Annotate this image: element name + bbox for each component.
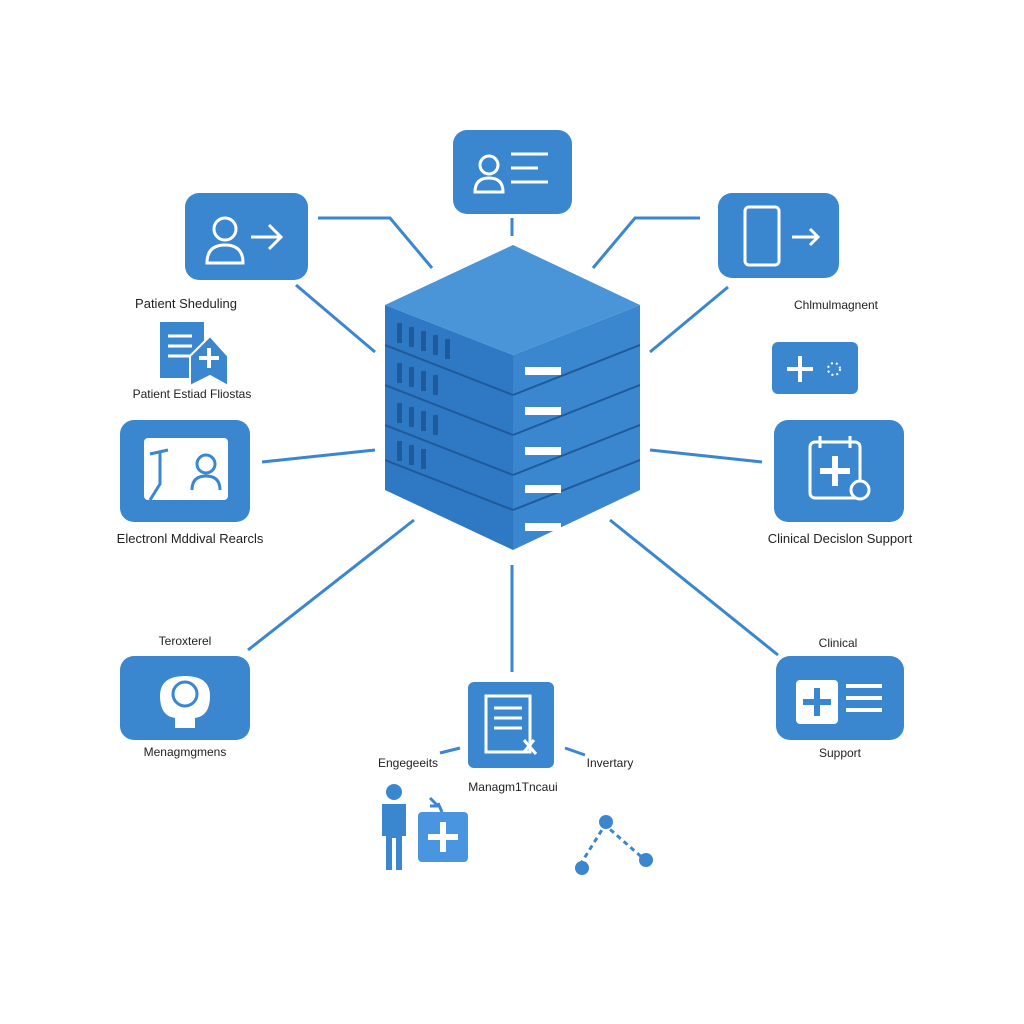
network-nodes-icon: [575, 815, 653, 875]
label-patient-records: Patient Estiad Fliostas: [132, 387, 252, 401]
calendar-plus-icon: [808, 436, 871, 501]
user-list-icon: [473, 152, 548, 194]
person-plus-icon: [382, 784, 468, 870]
clinical-support-node[interactable]: [776, 656, 904, 740]
document-tools-icon: [484, 694, 538, 755]
label-inventory: Invertary: [586, 756, 634, 770]
patient-profile-node[interactable]: [453, 130, 572, 214]
emr-node[interactable]: [120, 420, 250, 522]
label-support: Support: [818, 746, 862, 760]
label-chlmulmagnent: Chlmulmagnent: [793, 298, 879, 312]
patient-scheduling-node[interactable]: [185, 193, 308, 280]
medkit-list-icon: [796, 680, 882, 724]
server-stack-icon: [385, 245, 640, 550]
records-house-icon: [160, 322, 229, 388]
management-node[interactable]: [120, 656, 250, 740]
head-globe-icon: [160, 676, 210, 728]
label-teroxterel: Teroxterel: [158, 634, 212, 648]
video-consult-icon: [144, 438, 228, 501]
label-engagements: Engegeeits: [377, 756, 439, 770]
label-management-left: Menagmgmens: [143, 745, 227, 759]
clinical-decision-node[interactable]: [774, 420, 904, 522]
tablet-arrow-icon: [743, 205, 821, 267]
tablet-node[interactable]: [718, 193, 839, 278]
chat-plus-node[interactable]: [772, 342, 858, 394]
label-clinical-decision-support: Clinical Decislon Support: [767, 531, 913, 546]
label-patient-scheduling: Patient Sheduling: [135, 296, 237, 311]
chat-plus-icon: [787, 356, 841, 382]
label-clinical: Clinical: [818, 636, 858, 650]
label-management-bottom: Managm1Tncaui: [468, 780, 558, 794]
label-emr: Electronl Mddival Rearcls: [116, 531, 264, 546]
user-arrow-icon: [205, 216, 284, 265]
inventory-node[interactable]: [468, 682, 554, 768]
